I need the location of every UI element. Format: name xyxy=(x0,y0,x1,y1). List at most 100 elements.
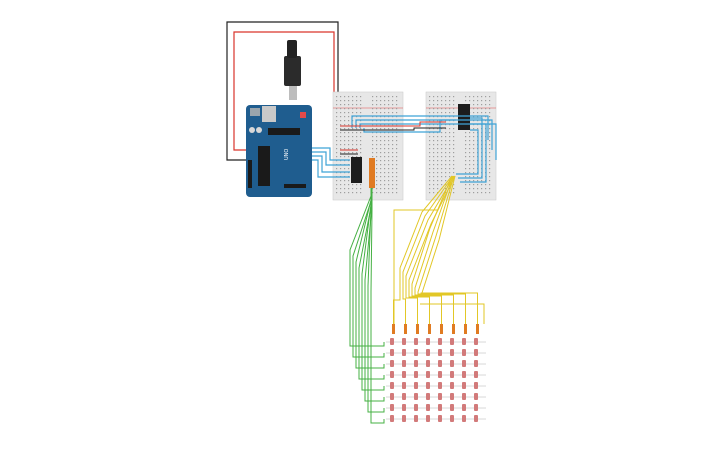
column-resistor[interactable] xyxy=(404,324,407,334)
led[interactable] xyxy=(438,349,442,356)
data-wire[interactable] xyxy=(312,147,350,161)
led[interactable] xyxy=(414,404,418,411)
column-resistor[interactable] xyxy=(476,324,479,334)
led[interactable] xyxy=(450,415,454,422)
led[interactable] xyxy=(474,371,478,378)
led[interactable] xyxy=(450,404,454,411)
column-wire[interactable] xyxy=(414,175,454,324)
ground-wire-loop[interactable] xyxy=(226,21,339,161)
power-wire-loop[interactable] xyxy=(233,31,335,151)
led[interactable] xyxy=(474,360,478,367)
ground-bridge-wire[interactable] xyxy=(340,127,446,131)
led[interactable] xyxy=(462,349,466,356)
led[interactable] xyxy=(402,415,406,422)
led[interactable] xyxy=(426,360,430,367)
arduino-board[interactable]: UNO xyxy=(246,105,312,197)
data-wire[interactable] xyxy=(355,119,493,150)
led[interactable] xyxy=(414,338,418,345)
column-wire[interactable] xyxy=(402,175,454,324)
column-resistor[interactable] xyxy=(416,324,419,334)
led[interactable] xyxy=(438,382,442,389)
led[interactable] xyxy=(414,415,418,422)
column-resistor[interactable] xyxy=(452,324,455,334)
led[interactable] xyxy=(414,393,418,400)
led[interactable] xyxy=(414,360,418,367)
led[interactable] xyxy=(438,393,442,400)
shift-register-right[interactable] xyxy=(458,104,470,130)
led[interactable] xyxy=(450,360,454,367)
led[interactable] xyxy=(474,404,478,411)
led[interactable] xyxy=(450,393,454,400)
led[interactable] xyxy=(390,349,394,356)
led[interactable] xyxy=(462,338,466,345)
led[interactable] xyxy=(426,404,430,411)
data-wire[interactable] xyxy=(312,155,350,173)
led[interactable] xyxy=(462,393,466,400)
breadboard-left[interactable] xyxy=(332,91,404,201)
data-wire[interactable] xyxy=(363,119,456,133)
led[interactable] xyxy=(390,360,394,367)
led[interactable] xyxy=(390,338,394,345)
led[interactable] xyxy=(390,382,394,389)
column-resistor[interactable] xyxy=(428,324,431,334)
column-resistor[interactable] xyxy=(464,324,467,334)
led[interactable] xyxy=(450,382,454,389)
data-wire[interactable] xyxy=(458,117,483,179)
data-wire[interactable] xyxy=(456,129,479,175)
led[interactable] xyxy=(426,338,430,345)
column-wire[interactable] xyxy=(411,175,453,324)
led[interactable] xyxy=(402,338,406,345)
led[interactable] xyxy=(414,382,418,389)
column-wire[interactable] xyxy=(420,175,478,324)
row-wire[interactable] xyxy=(367,188,385,413)
shift-register-left[interactable] xyxy=(351,157,362,183)
led[interactable] xyxy=(414,371,418,378)
led[interactable] xyxy=(474,393,478,400)
led-matrix[interactable] xyxy=(386,324,486,422)
led[interactable] xyxy=(462,415,466,422)
column-wire[interactable] xyxy=(417,175,466,324)
data-wire[interactable] xyxy=(312,159,350,178)
led[interactable] xyxy=(462,382,466,389)
led[interactable] xyxy=(402,404,406,411)
led[interactable] xyxy=(450,349,454,356)
column-resistor[interactable] xyxy=(392,324,395,334)
led[interactable] xyxy=(426,371,430,378)
led[interactable] xyxy=(390,371,394,378)
row-wire[interactable] xyxy=(370,188,385,424)
led[interactable] xyxy=(402,382,406,389)
led[interactable] xyxy=(462,371,466,378)
data-wire[interactable] xyxy=(460,123,487,183)
column-resistor[interactable] xyxy=(440,324,443,334)
led[interactable] xyxy=(438,338,442,345)
led[interactable] xyxy=(462,404,466,411)
led[interactable] xyxy=(450,338,454,345)
led[interactable] xyxy=(474,382,478,389)
led[interactable] xyxy=(438,360,442,367)
led[interactable] xyxy=(450,371,454,378)
led[interactable] xyxy=(390,404,394,411)
led[interactable] xyxy=(426,415,430,422)
power-bridge-wire[interactable] xyxy=(340,121,446,127)
led[interactable] xyxy=(426,382,430,389)
led[interactable] xyxy=(474,415,478,422)
led[interactable] xyxy=(438,404,442,411)
led[interactable] xyxy=(402,393,406,400)
data-wire[interactable] xyxy=(312,151,350,166)
led[interactable] xyxy=(438,371,442,378)
column-wire[interactable] xyxy=(405,175,455,324)
led[interactable] xyxy=(402,360,406,367)
led[interactable] xyxy=(426,349,430,356)
led[interactable] xyxy=(462,360,466,367)
led[interactable] xyxy=(474,349,478,356)
led[interactable] xyxy=(390,415,394,422)
data-wire[interactable] xyxy=(351,115,489,140)
column-wire[interactable] xyxy=(393,209,438,324)
led[interactable] xyxy=(438,415,442,422)
led[interactable] xyxy=(426,393,430,400)
led[interactable] xyxy=(402,371,406,378)
resistor-array[interactable] xyxy=(369,158,375,188)
column-wire[interactable] xyxy=(420,303,485,324)
led[interactable] xyxy=(402,349,406,356)
reset-button[interactable] xyxy=(300,112,306,118)
